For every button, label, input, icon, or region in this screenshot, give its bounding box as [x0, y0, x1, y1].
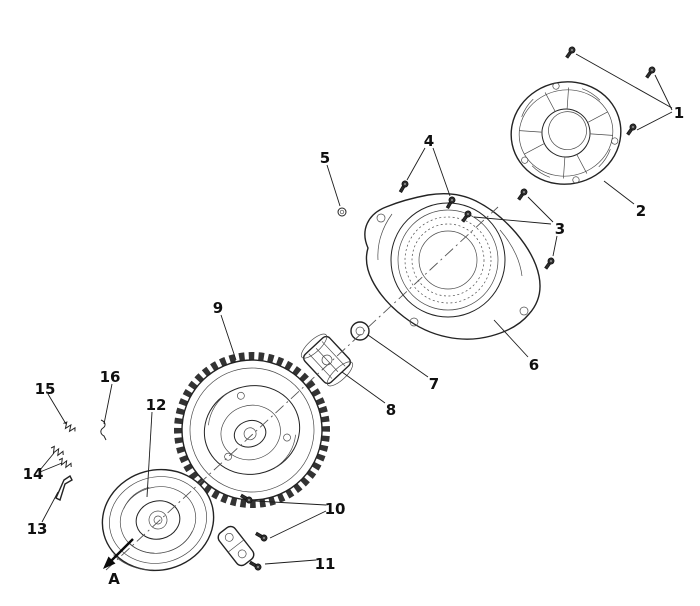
callout-16: 16	[100, 368, 121, 386]
callout-14: 14	[23, 465, 44, 483]
callout-11: 11	[315, 555, 336, 573]
part-flywheel-fan	[174, 352, 330, 508]
part-washer	[350, 321, 370, 341]
springs-group-14	[49, 444, 74, 471]
callout-9: 9	[213, 299, 223, 317]
callout-5: 5	[320, 149, 330, 167]
leader-lines	[39, 53, 673, 565]
direction-label-a: A	[108, 570, 120, 588]
screw-11	[248, 559, 263, 572]
callout-10: 10	[325, 500, 346, 518]
direction-arrow-a	[103, 538, 134, 569]
callout-7: 7	[429, 375, 439, 393]
callout-8: 8	[386, 401, 396, 419]
assembly-centerline	[105, 206, 499, 571]
callout-4: 4	[424, 132, 434, 150]
callout-12: 12	[146, 396, 167, 414]
part-clip-16	[100, 419, 107, 441]
part-fan-cover	[364, 192, 541, 340]
callout-1: 1	[674, 104, 684, 122]
part-lever-13	[55, 474, 73, 501]
part-ratchet-plate	[217, 525, 255, 567]
part-starter-hub	[300, 333, 354, 387]
part-recoil-pulley	[101, 468, 215, 572]
nut-5	[337, 207, 347, 217]
callout-13: 13	[27, 520, 48, 538]
callout-6: 6	[529, 356, 539, 374]
callout-2: 2	[636, 202, 646, 220]
part-starter-cup-cover	[510, 81, 622, 185]
callout-3: 3	[555, 220, 565, 238]
callout-15: 15	[35, 380, 56, 398]
spring-15	[61, 420, 78, 435]
